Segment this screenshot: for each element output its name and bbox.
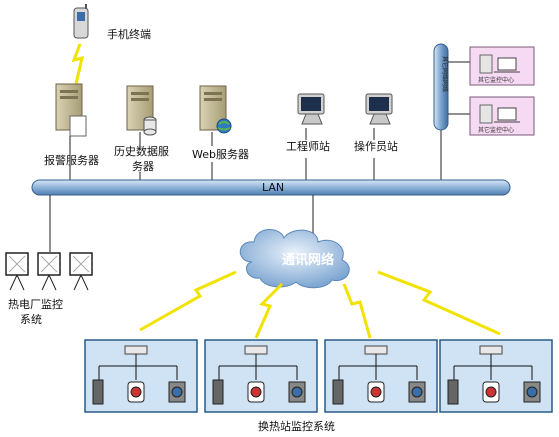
cloud-label: 通讯网络 — [282, 252, 334, 268]
other-network-label: 其它网络网络 — [441, 56, 449, 92]
switch-icon — [124, 345, 148, 355]
lan-label: LAN — [262, 181, 284, 194]
mobile-label: 手机终端 — [107, 27, 151, 41]
switch-icon — [479, 345, 503, 355]
switch-icon — [244, 345, 268, 355]
lan-bus — [31, 179, 511, 196]
substation-panel — [324, 339, 438, 413]
other-center-label-1: 其它监控中心 — [478, 76, 514, 84]
wireless-links — [139, 270, 501, 339]
substation-panel — [439, 339, 553, 413]
pc-tower-icon — [479, 54, 493, 74]
valve-icon — [447, 379, 459, 405]
cloud-icon — [239, 229, 350, 289]
substations-label: 换热站监控系统 — [258, 419, 335, 433]
display-board-icon — [5, 252, 29, 291]
valve-icon — [212, 379, 224, 405]
web-server-icon — [199, 85, 232, 134]
other-network-bar — [433, 43, 449, 131]
mobile-phone-icon — [73, 4, 89, 39]
substation-group — [84, 339, 553, 413]
valve-icon — [332, 379, 344, 405]
monitor-icon — [365, 93, 393, 125]
laptop-icon — [494, 57, 520, 73]
substation-panel — [84, 339, 198, 413]
pc-tower-icon — [479, 104, 493, 124]
display-board-icon — [69, 252, 93, 291]
power-plant-label-2: 系统 — [20, 313, 42, 326]
history-server-label-2: 务器 — [132, 160, 154, 173]
other-center-box-2: 其它监控中心 — [469, 96, 535, 136]
laptop-icon — [494, 107, 520, 123]
other-center-label-2: 其它监控中心 — [478, 126, 514, 134]
other-center-box-1: 其它监控中心 — [469, 46, 535, 86]
engineer-station-label: 工程师站 — [286, 139, 330, 153]
display-board-icon — [37, 252, 61, 291]
operator-station-label: 操作员站 — [354, 139, 398, 153]
lan-connectors — [69, 128, 442, 182]
database-server-icon — [126, 85, 157, 136]
valve-icon — [92, 379, 104, 405]
power-plant-label-1: 热电厂监控 — [8, 297, 63, 311]
web-server-label: Web服务器 — [192, 148, 249, 161]
server-icon — [55, 83, 87, 137]
substation-panel — [204, 339, 318, 413]
switch-icon — [364, 345, 388, 355]
history-server-label-1: 历史数据服 — [114, 144, 169, 158]
lightning-bolt-icon — [71, 43, 85, 85]
monitor-icon — [297, 93, 325, 125]
alarm-server-label: 报警服务器 — [44, 153, 99, 167]
